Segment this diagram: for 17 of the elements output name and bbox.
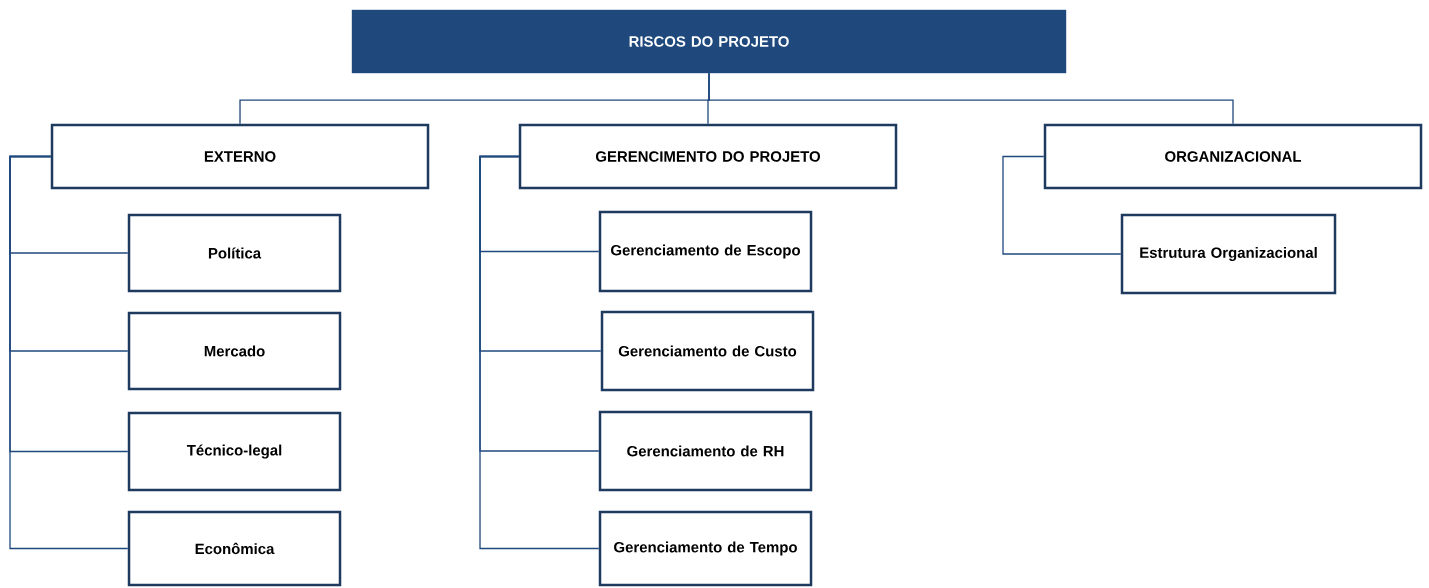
connector [9, 155, 129, 550]
risk-box: Gerenciamento de Custo [600, 310, 815, 392]
category-box: EXTERNO [50, 123, 430, 190]
category-box: GERENCIMENTO DO PROJETO [518, 123, 898, 190]
risk-box: Técnico-legal [127, 411, 342, 492]
connector [479, 155, 600, 550]
connector [1002, 155, 1122, 255]
risk-box: Mercado [127, 311, 342, 391]
connector [708, 72, 1234, 125]
category-box: ORGANIZACIONAL [1043, 123, 1423, 190]
risk-box: Política [127, 213, 342, 293]
risk-box: Econômica [127, 510, 342, 587]
risk-box: Gerenciamento de Escopo [598, 210, 813, 293]
risk-box: Gerenciamento de Tempo [598, 510, 813, 587]
title-box: RISCOS DO PROJETO [351, 9, 1067, 74]
risk-box: Estrutura Organizacional [1120, 213, 1337, 295]
risk-box: Gerenciamento de RH [598, 410, 813, 492]
